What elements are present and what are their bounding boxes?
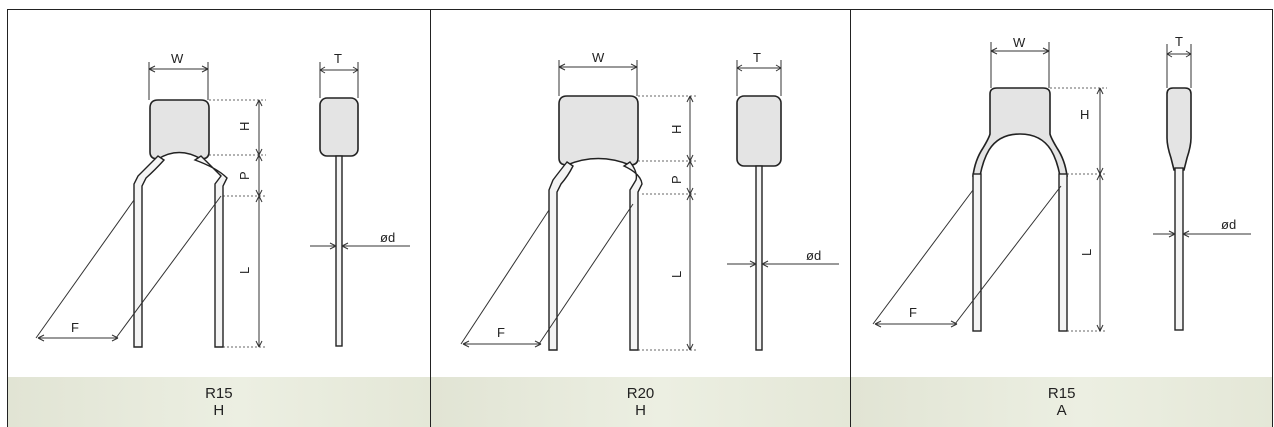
right-lead [1058, 173, 1069, 332]
dim-p-label: P [237, 171, 252, 180]
capacitor-body [972, 87, 1069, 177]
caption-model: R20 [626, 385, 655, 402]
right-lead [193, 155, 228, 348]
dim-l-label: L [1079, 249, 1094, 256]
right-lead [622, 161, 643, 351]
dimension-drawings: W H P L F T [7, 9, 1274, 427]
dim-d-label: ød [380, 230, 395, 245]
dim-h-label: H [1080, 107, 1089, 122]
drawing-r15-a: W H L F T ød [851, 10, 1273, 377]
left-lead [547, 161, 574, 351]
caption-r20-h: R20 H [430, 377, 851, 427]
caption-model: R15 [205, 385, 233, 402]
dim-h-label: H [669, 125, 684, 134]
dim-w-label: W [171, 51, 184, 66]
panel-r15-h: W H P L F T [8, 10, 431, 427]
drawing-r20-h: W H P L F T [430, 10, 851, 377]
drawing-r15-h: W H P L F T [8, 10, 430, 377]
dim-w-label: W [1013, 35, 1026, 50]
capacitor-drawing-r15-h: W H P L F T [35, 51, 410, 348]
side-view-lead [335, 155, 343, 347]
left-lead [972, 173, 983, 332]
left-lead [133, 155, 166, 348]
dim-t-label: T [753, 50, 761, 65]
caption-style: A [1056, 402, 1067, 419]
caption-style: H [213, 402, 225, 419]
capacitor-drawing-r15-a: W H L F T ød [872, 34, 1252, 332]
capacitor-drawing-r20-h: W H P L F T [460, 50, 839, 351]
side-view-body [319, 97, 359, 157]
dim-l-label: L [237, 267, 252, 274]
caption-r15-h: R15 H [8, 377, 430, 427]
panel-r15-a: W H L F T ød [851, 10, 1274, 427]
capacitor-body [149, 99, 210, 160]
side-view-lead [1174, 167, 1185, 331]
dim-f-label: F [71, 320, 79, 335]
side-view-body [735, 95, 782, 167]
dim-f-label: F [497, 325, 505, 340]
dim-w-label: W [592, 50, 605, 65]
dim-f-label: F [909, 305, 917, 320]
capacitor-body [557, 95, 639, 166]
panel-r20-h: W H P L F T [430, 10, 852, 427]
dim-h-label: H [237, 122, 252, 131]
dim-d-label: ød [1221, 217, 1236, 232]
caption-style: H [635, 402, 646, 419]
caption-r15-a: R15 A [851, 377, 1273, 427]
caption-model: R15 [1047, 385, 1076, 402]
dim-p-label: P [669, 175, 684, 184]
side-view-body [1166, 87, 1193, 171]
dim-t-label: T [334, 51, 342, 66]
dim-l-label: L [669, 271, 684, 278]
dim-t-label: T [1175, 34, 1183, 49]
side-view-lead [754, 165, 763, 351]
dim-d-label: ød [806, 248, 821, 263]
